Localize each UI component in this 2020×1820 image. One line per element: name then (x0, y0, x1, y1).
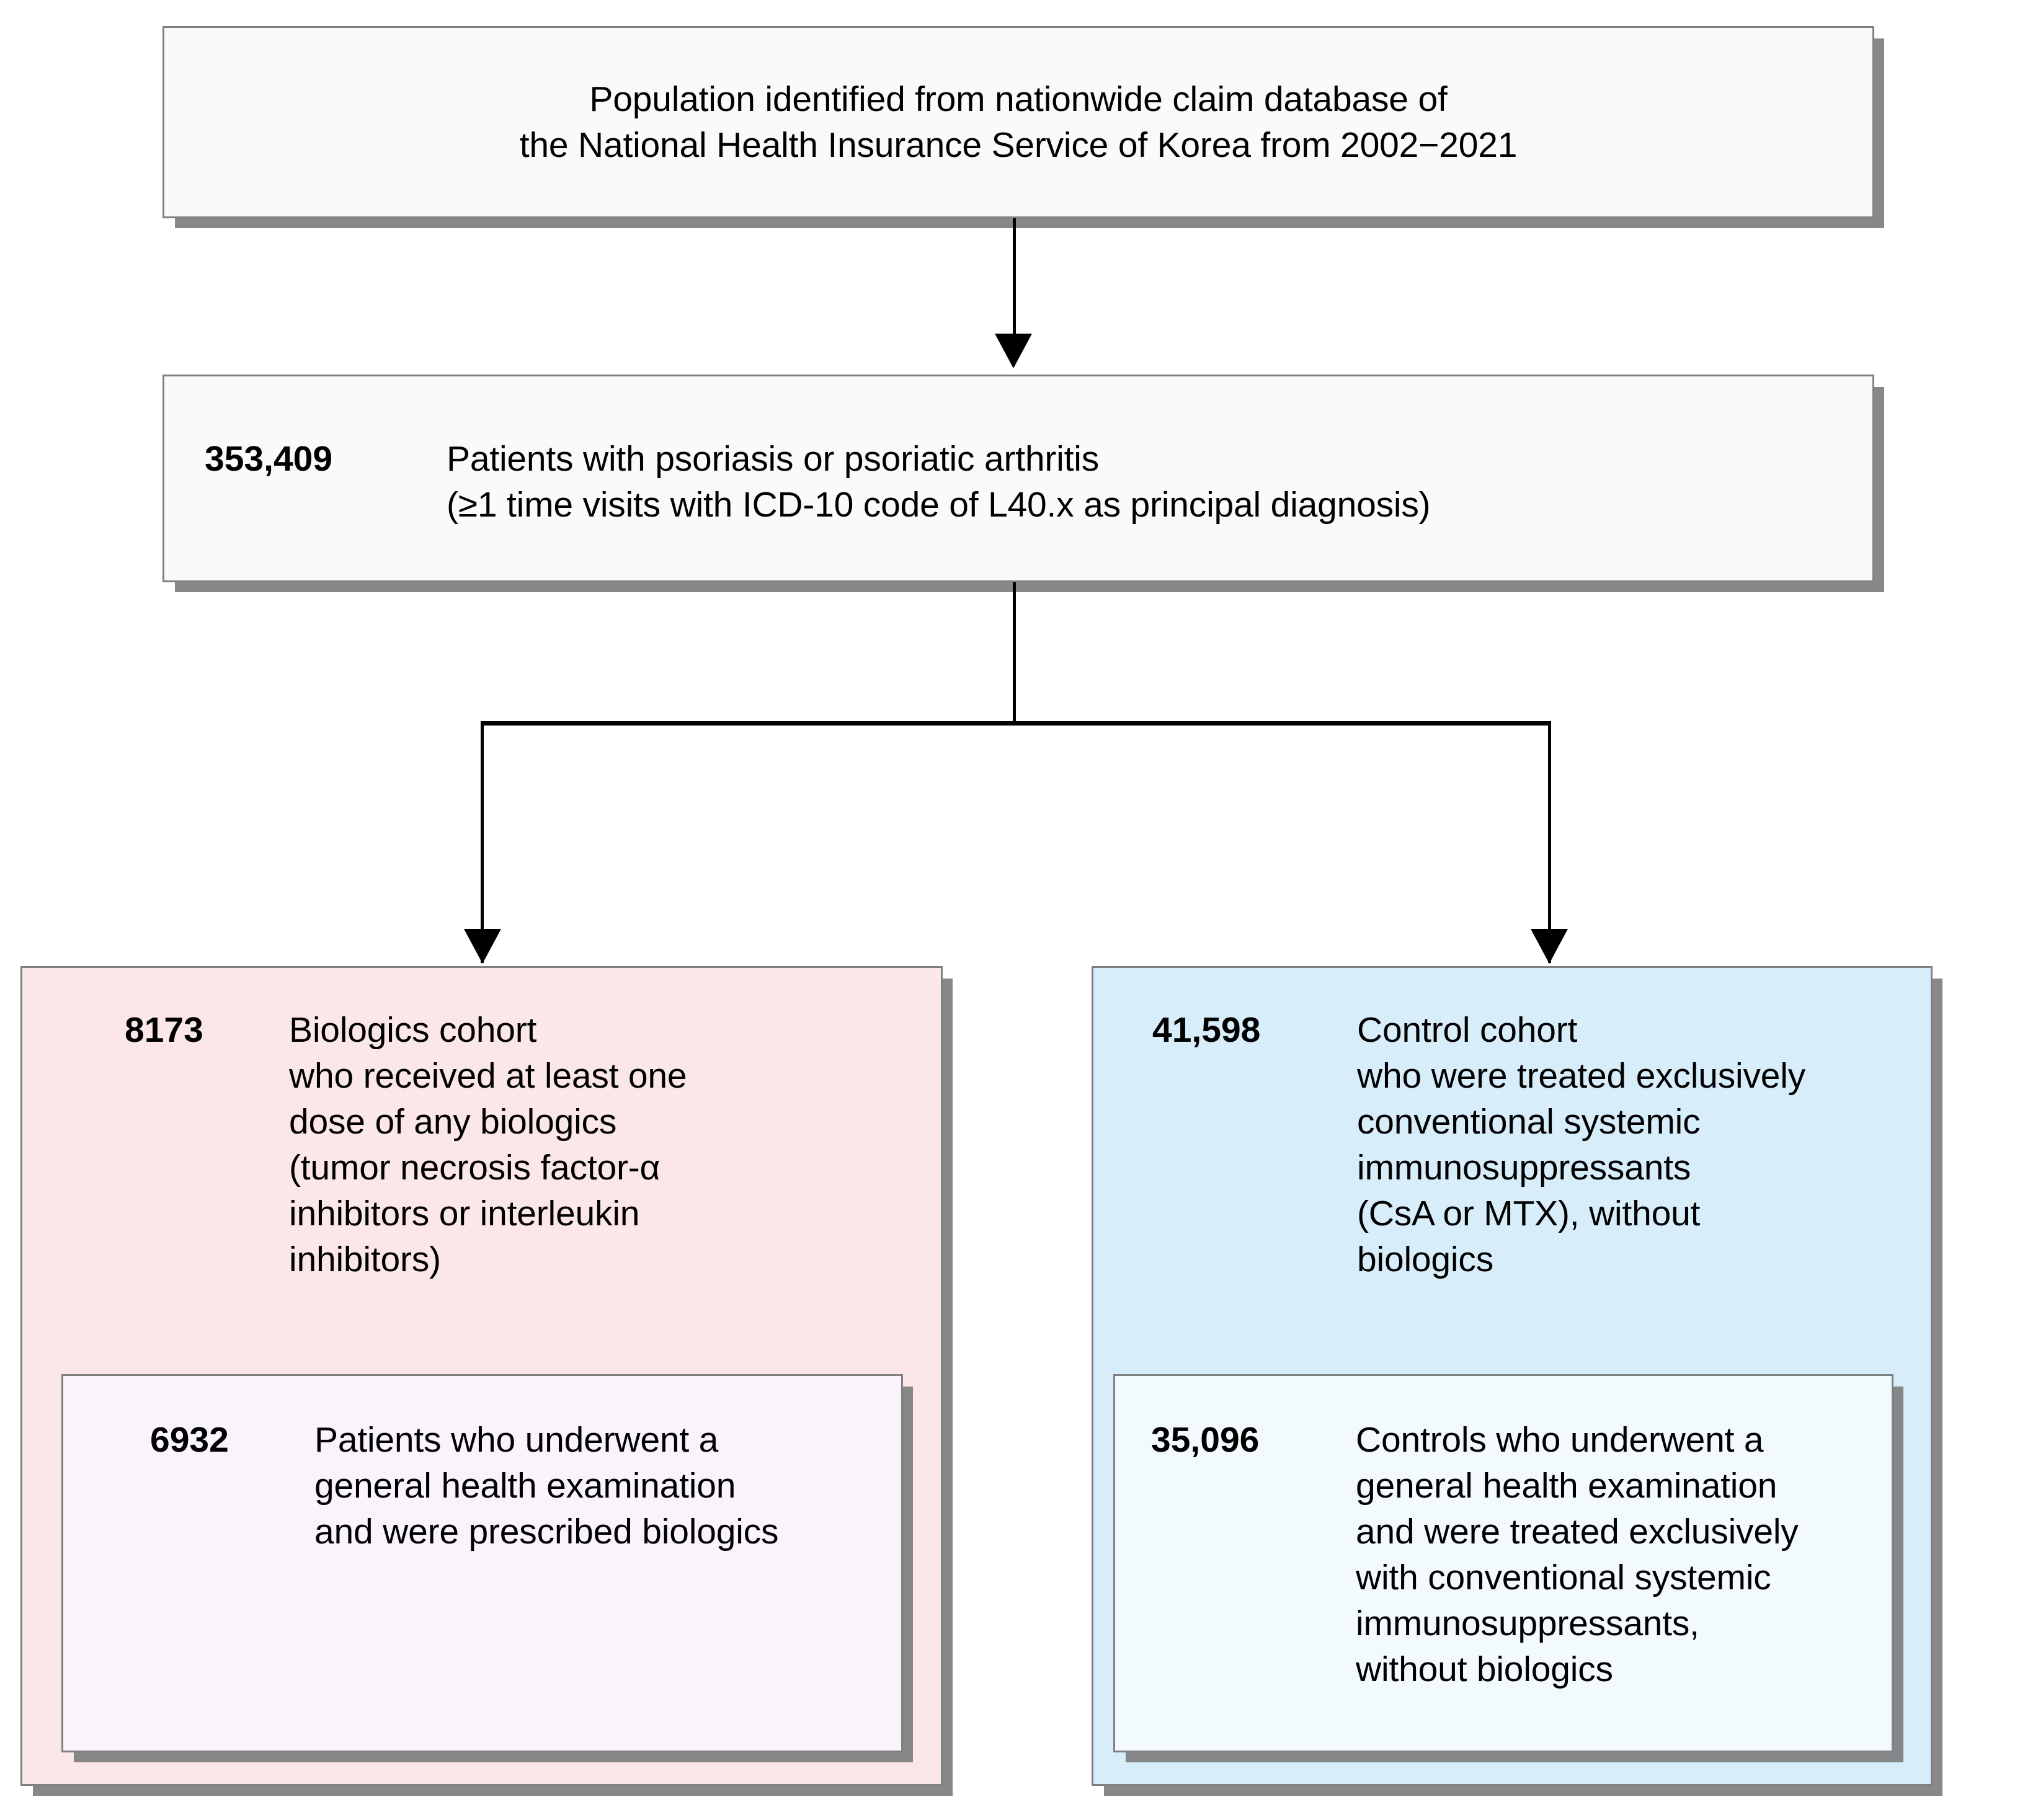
connector-split-left-arrowhead (464, 929, 501, 964)
node-control-health-exam-text: Controls who underwent a general health … (1356, 1420, 1799, 1690)
node-biologics-health-exam-count: 6932 (150, 1420, 229, 1460)
node-control-cohort-text: Control cohort who were treated exclusiv… (1357, 1010, 1806, 1280)
node-identified-patients: 353,409 Patients with psoriasis or psori… (162, 375, 1874, 582)
node-identified-patients-count: 353,409 (205, 439, 333, 479)
node-biologics-health-exam: 6932 Patients who underwent a general he… (61, 1374, 903, 1752)
node-control-cohort: 41,598 Control cohort who were treated e… (1092, 966, 1933, 1786)
connector-split-stem (1013, 582, 1016, 725)
connector-split-bar (481, 721, 1551, 726)
node-biologics-cohort-text: Biologics cohort who received at least o… (289, 1010, 687, 1280)
node-control-health-exam-count: 35,096 (1151, 1420, 1260, 1460)
node-source-population-text: Population identified from nationwide cl… (519, 79, 1518, 166)
node-biologics-health-exam-text: Patients who underwent a general health … (314, 1420, 779, 1552)
connector-split-left-drop (481, 721, 484, 963)
node-source-population: Population identified from nationwide cl… (162, 26, 1874, 218)
node-control-cohort-count: 41,598 (1152, 1010, 1261, 1050)
node-control-health-exam: 35,096 Controls who underwent a general … (1113, 1374, 1893, 1752)
connector-split-right-arrowhead (1531, 929, 1568, 964)
connector-source-to-identified-line (1013, 218, 1016, 342)
node-identified-patients-text: Patients with psoriasis or psoriatic art… (447, 439, 1431, 525)
node-biologics-cohort-count: 8173 (125, 1010, 203, 1050)
connector-source-to-identified-arrowhead (995, 334, 1032, 368)
node-biologics-cohort: 8173 Biologics cohort who received at le… (20, 966, 943, 1786)
connector-split-right-drop (1548, 721, 1551, 963)
